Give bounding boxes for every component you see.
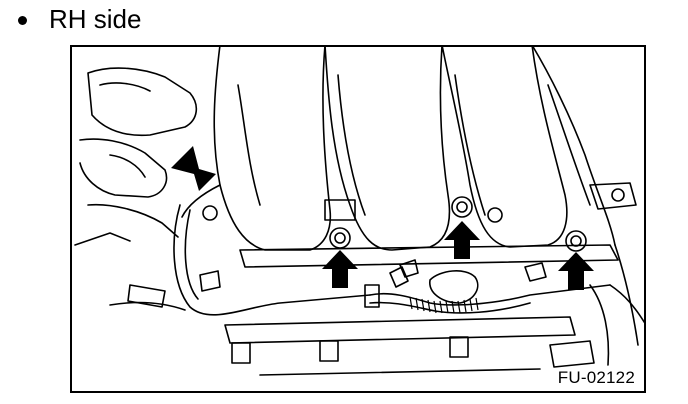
arrow-up-2 [444, 221, 480, 259]
right-components [549, 244, 639, 368]
hose-clips [199, 266, 409, 308]
corrugated-tube [409, 296, 479, 314]
mounting-bolts [329, 196, 587, 252]
arrow-diagonal [171, 146, 216, 191]
fuel-rail-area [224, 259, 576, 376]
figure-code: FU-02122 [555, 368, 637, 388]
section-heading: RH side [18, 2, 141, 36]
manifold-flange [202, 182, 637, 268]
intake-manifold-illustration [70, 45, 646, 393]
wiring-harness [109, 204, 646, 326]
indicator-arrows [171, 146, 594, 290]
figure-frame [70, 45, 646, 393]
left-components [74, 67, 198, 246]
arrow-up-1 [322, 250, 358, 288]
bullet-point [18, 15, 27, 25]
heading-text: RH side [49, 3, 142, 34]
engine-diagram: FU-02122 [70, 45, 646, 393]
arrow-up-3 [558, 252, 594, 290]
